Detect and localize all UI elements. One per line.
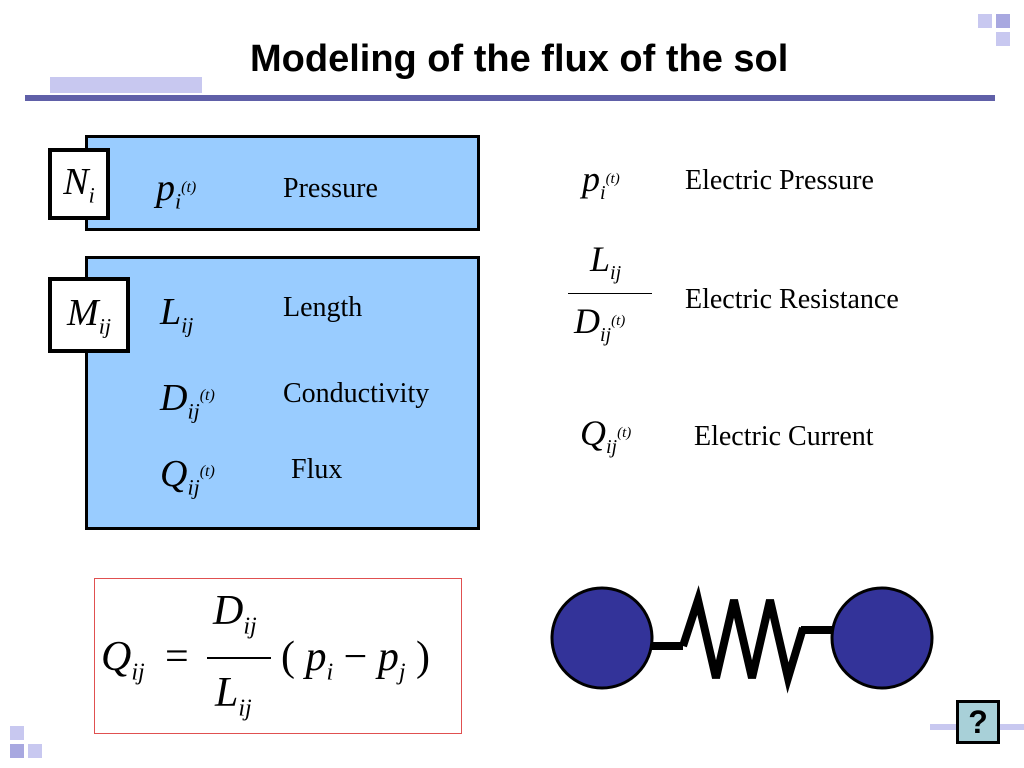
electric-current-label: Electric Current (694, 421, 874, 452)
electric-resistance-label: Electric Resistance (685, 284, 899, 315)
formula-fraction-bar (207, 657, 271, 659)
flux-label: Flux (291, 454, 343, 485)
corner-decoration (978, 14, 992, 28)
edge-label-box: Mij (48, 277, 130, 353)
formula-denominator: Lij (215, 670, 252, 722)
corner-decoration (996, 32, 1010, 46)
electric-current-symbol: Qij(t) (580, 413, 632, 459)
formula-numerator: Dij (213, 588, 257, 640)
conductivity-symbol: Dij(t) (160, 377, 215, 424)
corner-decoration (10, 726, 24, 740)
node-label: Ni (63, 160, 95, 208)
conductivity-label: Conductivity (283, 378, 430, 409)
flux-symbol: Qij(t) (160, 453, 215, 500)
resistor-diagram (550, 585, 934, 694)
length-symbol: Lij (160, 291, 194, 338)
formula-lhs: Qij (101, 634, 145, 686)
flux-formula: Qij = Dij Lij ( pi − pj ) (94, 578, 462, 734)
corner-decoration (996, 14, 1010, 28)
node-circle-right (830, 586, 934, 690)
corner-decoration (28, 744, 42, 758)
electric-resistance-symbol: Lij Dij(t) (568, 238, 654, 348)
formula-equals: = (165, 634, 189, 680)
title-accent-bar (50, 77, 202, 93)
title-underline (25, 95, 995, 101)
pressure-symbol: pi(t) (156, 167, 197, 214)
edge-label: Mij (67, 291, 111, 339)
node-label-box: Ni (48, 148, 110, 220)
resistor-zigzag (679, 585, 807, 694)
pressure-label: Pressure (283, 173, 378, 204)
page-title: Modeling of the flux of the sol (250, 38, 789, 80)
electric-pressure-symbol: pi(t) (582, 159, 620, 205)
corner-decoration (10, 744, 24, 758)
node-circle-left (550, 586, 654, 690)
formula-parenthesized: ( pi − pj ) (281, 634, 431, 686)
edge-properties-box (85, 256, 480, 530)
help-button[interactable]: ? (956, 700, 1000, 744)
length-label: Length (283, 292, 363, 323)
electric-pressure-label: Electric Pressure (685, 165, 874, 196)
